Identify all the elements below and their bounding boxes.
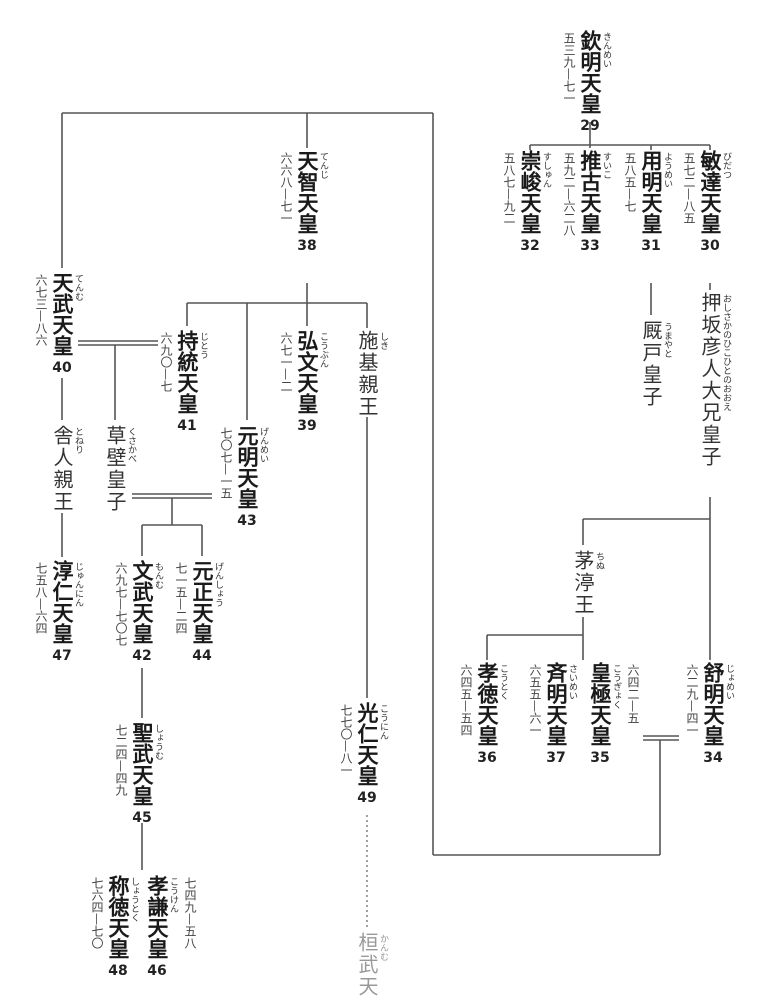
person-name: 持統天皇 <box>175 330 199 414</box>
emperor-number: 46 <box>147 963 167 979</box>
reign-dates: 六四五—五四 <box>459 664 473 736</box>
name-reading: ようめい <box>662 152 672 188</box>
person-name: 押坂彦人大兄皇子 <box>698 292 722 468</box>
emperor-number: 45 <box>132 810 152 826</box>
emperor-number: 37 <box>546 750 566 766</box>
emperor-number: 31 <box>641 238 661 254</box>
person-name: 舒明天皇 <box>701 662 725 746</box>
person-name: 淳仁天皇 <box>50 560 74 644</box>
name-reading: びだつ <box>721 152 731 179</box>
name-reading: しょうとく <box>129 877 139 922</box>
reign-dates: 六九七—七〇七 <box>114 562 128 646</box>
name-reading: げんしょう <box>213 562 223 607</box>
emperor-number: 29 <box>580 118 600 134</box>
emperor-number: 48 <box>108 963 128 979</box>
reign-dates: 六七一—二 <box>279 332 293 392</box>
person-name: 推古天皇 <box>578 150 602 234</box>
reign-dates: 七五八—六四 <box>34 562 48 634</box>
reign-dates: 六九〇—七 <box>159 332 173 392</box>
reign-dates: 五八七—九二 <box>502 152 516 224</box>
name-reading: うまやと <box>662 322 672 358</box>
emperor-number: 30 <box>700 238 720 254</box>
person-name: 用明天皇 <box>639 150 663 234</box>
person-name: 敏達天皇 <box>698 150 722 234</box>
reign-dates: 七一五—二四 <box>174 562 188 634</box>
name-reading: しょうむ <box>153 724 163 760</box>
reign-dates: 六七三—八六 <box>34 274 48 346</box>
reign-dates: 五七二—八五 <box>682 152 696 224</box>
person-name: 欽明天皇 <box>578 30 602 114</box>
name-reading: しき <box>378 332 388 350</box>
person-name: 天智天皇 <box>295 150 319 234</box>
person-name: 斉明天皇 <box>544 662 568 746</box>
name-reading: こうとく <box>498 664 508 700</box>
person-name: 皇極天皇 <box>588 662 612 746</box>
name-reading: すしゅん <box>541 152 551 188</box>
emperor-number: 44 <box>192 648 212 664</box>
person-name: 元明天皇 <box>235 425 259 509</box>
emperor-number: 33 <box>580 238 600 254</box>
name-reading: こうぶん <box>318 332 328 368</box>
name-reading: もんむ <box>153 562 163 589</box>
name-reading: じゅんにん <box>73 562 83 607</box>
reign-dates: 七六四—七〇 <box>90 877 104 949</box>
reign-dates: 五八五—七 <box>623 152 637 212</box>
reign-dates: 六四二—五 <box>626 664 640 724</box>
person-name: 崇峻天皇 <box>518 150 542 234</box>
name-reading: てんむ <box>73 274 83 301</box>
person-name: 弘文天皇 <box>295 330 319 414</box>
name-reading: てんじ <box>318 152 328 179</box>
reign-dates: 七二四—四九 <box>114 724 128 796</box>
person-name: 厩戸皇子 <box>639 320 663 408</box>
emperor-number: 35 <box>590 750 610 766</box>
emperor-number: 36 <box>477 750 497 766</box>
name-reading: すいこ <box>601 152 611 179</box>
person-name: 光仁天皇 <box>355 702 379 786</box>
name-reading: くさかべ <box>126 427 136 463</box>
reign-dates: 七四九—五八 <box>183 877 197 949</box>
name-reading: じょめい <box>724 664 734 700</box>
emperor-number: 32 <box>520 238 540 254</box>
person-name: 聖武天皇 <box>130 722 154 806</box>
name-reading: こうけん <box>168 877 178 913</box>
emperor-number: 41 <box>177 418 197 434</box>
person-name: 施基親王 <box>355 330 379 418</box>
reign-dates: 六二九—四一 <box>685 664 699 736</box>
person-name: 天武天皇 <box>50 272 74 356</box>
name-reading: さいめい <box>567 664 577 700</box>
name-reading: こうにん <box>378 704 388 740</box>
person-name: 文武天皇 <box>130 560 154 644</box>
person-name: 草壁皇子 <box>103 425 127 513</box>
emperor-number: 34 <box>703 750 723 766</box>
person-name: 元正天皇 <box>190 560 214 644</box>
name-reading: かんむ <box>378 934 388 961</box>
person-name: 桓武天 <box>355 932 379 998</box>
reign-dates: 七七〇—八一 <box>339 704 353 776</box>
name-reading: げんめい <box>258 427 268 463</box>
emperor-number: 40 <box>52 360 72 376</box>
emperor-number: 38 <box>297 238 317 254</box>
reign-dates: 六五五—六一 <box>528 664 542 736</box>
emperor-number: 43 <box>237 513 257 529</box>
person-name: 舎人親王 <box>50 425 74 513</box>
reign-dates: 七〇七—一五 <box>219 427 233 499</box>
person-name: 孝徳天皇 <box>475 662 499 746</box>
name-reading: こうぎょく <box>611 664 621 709</box>
emperor-number: 47 <box>52 648 72 664</box>
person-name: 茅渟王 <box>571 550 595 616</box>
emperor-number: 39 <box>297 418 317 434</box>
reign-dates: 五三九—七一 <box>562 32 576 104</box>
name-reading: おしさかのひこひとのおおえ <box>721 294 731 411</box>
name-reading: とねり <box>73 427 83 454</box>
emperor-number: 42 <box>132 648 152 664</box>
person-name: 称徳天皇 <box>106 875 130 959</box>
name-reading: じとう <box>198 332 208 359</box>
emperor-number: 49 <box>357 790 377 806</box>
person-name: 孝謙天皇 <box>145 875 169 959</box>
name-reading: きんめい <box>601 32 611 68</box>
reign-dates: 五九二—六二八 <box>562 152 576 236</box>
reign-dates: 六六八—七一 <box>279 152 293 224</box>
name-reading: ちぬ <box>594 552 604 570</box>
